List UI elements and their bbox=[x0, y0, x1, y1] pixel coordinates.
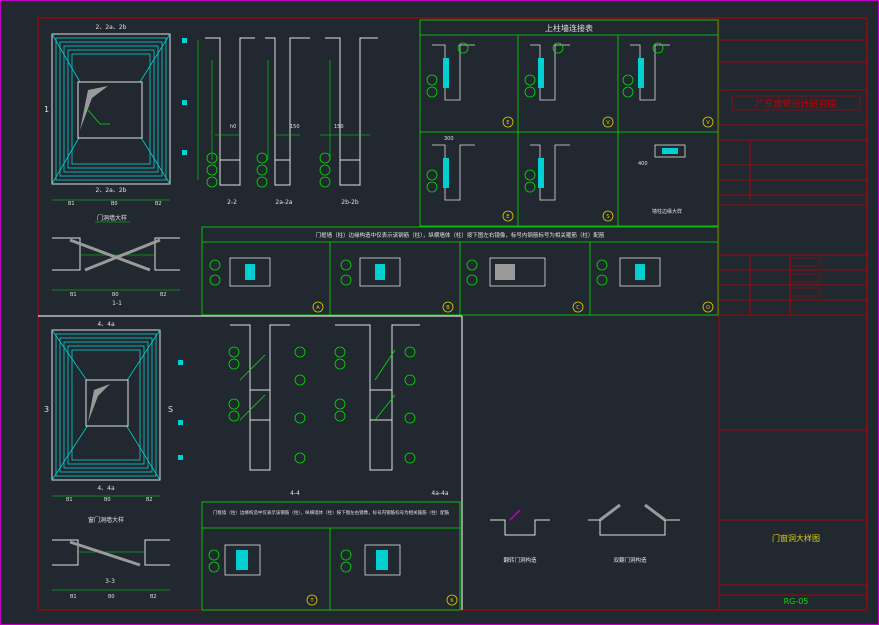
title-block bbox=[718, 18, 867, 610]
sheet-number: RG-05 bbox=[784, 597, 809, 606]
section-mark-s: S bbox=[168, 405, 173, 414]
dim-b0-c: B0 bbox=[104, 497, 111, 503]
fold2-label: 双翻门洞构造 bbox=[613, 556, 647, 564]
column-elevations bbox=[205, 37, 378, 186]
circle-a: A bbox=[316, 305, 320, 311]
panel-borders bbox=[38, 315, 463, 610]
company-name: 广东建筑设计研究院 bbox=[755, 98, 836, 110]
circle-b: B bbox=[446, 305, 450, 311]
dim-b1-a: B1 bbox=[68, 201, 75, 207]
window-plan: 4、4a 4、4a 3 S B1 B0 B2 窗门洞墙大样 bbox=[44, 321, 183, 524]
sec-3-3-label: 3-3 bbox=[105, 578, 115, 585]
sec-2b-label: 2b-2b bbox=[341, 199, 359, 206]
dim-b1-c: B1 bbox=[66, 497, 73, 503]
plan-label-top: 2、2a、2b bbox=[96, 24, 127, 31]
door-plan: 2、2a、2b 2、2a、2b 1 B1 B0 B2 门洞墙大样 bbox=[44, 24, 187, 223]
circle-label-e1: E bbox=[506, 120, 509, 126]
dim-b2-c: B2 bbox=[146, 497, 153, 503]
dim-b1-b: B1 bbox=[70, 292, 77, 298]
window-edge-cells: T K bbox=[208, 544, 458, 606]
circle-k: K bbox=[450, 598, 454, 604]
dim-h0-a: h0 bbox=[230, 124, 236, 130]
circle-label-s: S bbox=[606, 214, 609, 220]
fold1-label: 翻转门洞构造 bbox=[503, 556, 537, 564]
sec-2a-label: 2a-2a bbox=[275, 199, 292, 206]
dim-b2-d: B2 bbox=[150, 594, 157, 600]
dim-300: 300 bbox=[444, 136, 454, 142]
section-mark-1: 1 bbox=[44, 105, 49, 114]
sec-4a-label: 4a-4a bbox=[431, 490, 448, 497]
title-block-fills: 广东建筑设计研究院 门窗洞大样图 RG-05 bbox=[731, 95, 861, 606]
wall-elevations-4 bbox=[230, 324, 420, 471]
edge-detail-label: 墙柱边缘大样 bbox=[652, 208, 682, 215]
circle-label-e2: E bbox=[506, 214, 509, 220]
sec-2-2-label: 2-2 bbox=[227, 199, 237, 206]
dim-400: 400 bbox=[638, 161, 648, 167]
marker-circles-elev bbox=[228, 346, 416, 464]
sec-4-label: 4-4 bbox=[290, 490, 300, 497]
column-elevation-dims bbox=[197, 40, 370, 180]
window-edge-table bbox=[201, 501, 461, 611]
plan-label-bottom: 2、2a、2b bbox=[96, 187, 127, 194]
circle-label-v: V bbox=[606, 120, 610, 126]
circle-label-v2: V bbox=[706, 120, 710, 126]
circle-d: D bbox=[706, 305, 710, 311]
fold-details bbox=[490, 503, 680, 536]
section-1-1 bbox=[52, 237, 180, 291]
door-note: 门框墙（柱）边缘构造中仅表示该钢筋（柱），纵横墙体（柱）按下图左右镜像，标号内钢… bbox=[316, 231, 605, 239]
sheet-title: 门窗洞大样图 bbox=[772, 533, 820, 543]
dim-150-b: 150 bbox=[334, 124, 344, 130]
door-detail-label: 门洞墙大样 bbox=[97, 214, 127, 222]
circle-c: C bbox=[576, 305, 580, 311]
window-note: 门框墙（柱）边缘构造中仅表示该钢筋（柱），纵横墙体（柱）按下图左右镜像，标号内钢… bbox=[213, 509, 450, 516]
dim-b0-d: B0 bbox=[108, 594, 115, 600]
section-mark-3: 3 bbox=[44, 405, 49, 414]
marker-circles-column bbox=[206, 152, 331, 188]
dim-150-a: 150 bbox=[290, 124, 300, 130]
section-3-3 bbox=[52, 539, 170, 591]
top-section-title: 上柱墙连接表 bbox=[545, 23, 593, 33]
plan4-bot-label: 4、4a bbox=[97, 485, 115, 492]
circle-t: T bbox=[309, 598, 314, 604]
dim-b2-a: B2 bbox=[155, 201, 162, 207]
top-section-table bbox=[419, 19, 719, 227]
dim-b1-d: B1 bbox=[70, 594, 77, 600]
sec-1-1-label: 1-1 bbox=[112, 300, 122, 307]
top-section-cells: E V V E S 墙柱边缘大样 300 400 bbox=[426, 42, 714, 222]
window-detail-label: 窗门洞墙大样 bbox=[88, 516, 124, 524]
dim-b2-b: B2 bbox=[160, 292, 167, 298]
door-edge-cells: A B C D bbox=[209, 257, 714, 313]
plan4-top-label: 4、4a bbox=[97, 321, 115, 328]
dim-b0-b: B0 bbox=[112, 292, 119, 298]
dim-b0-a: B0 bbox=[111, 201, 118, 207]
